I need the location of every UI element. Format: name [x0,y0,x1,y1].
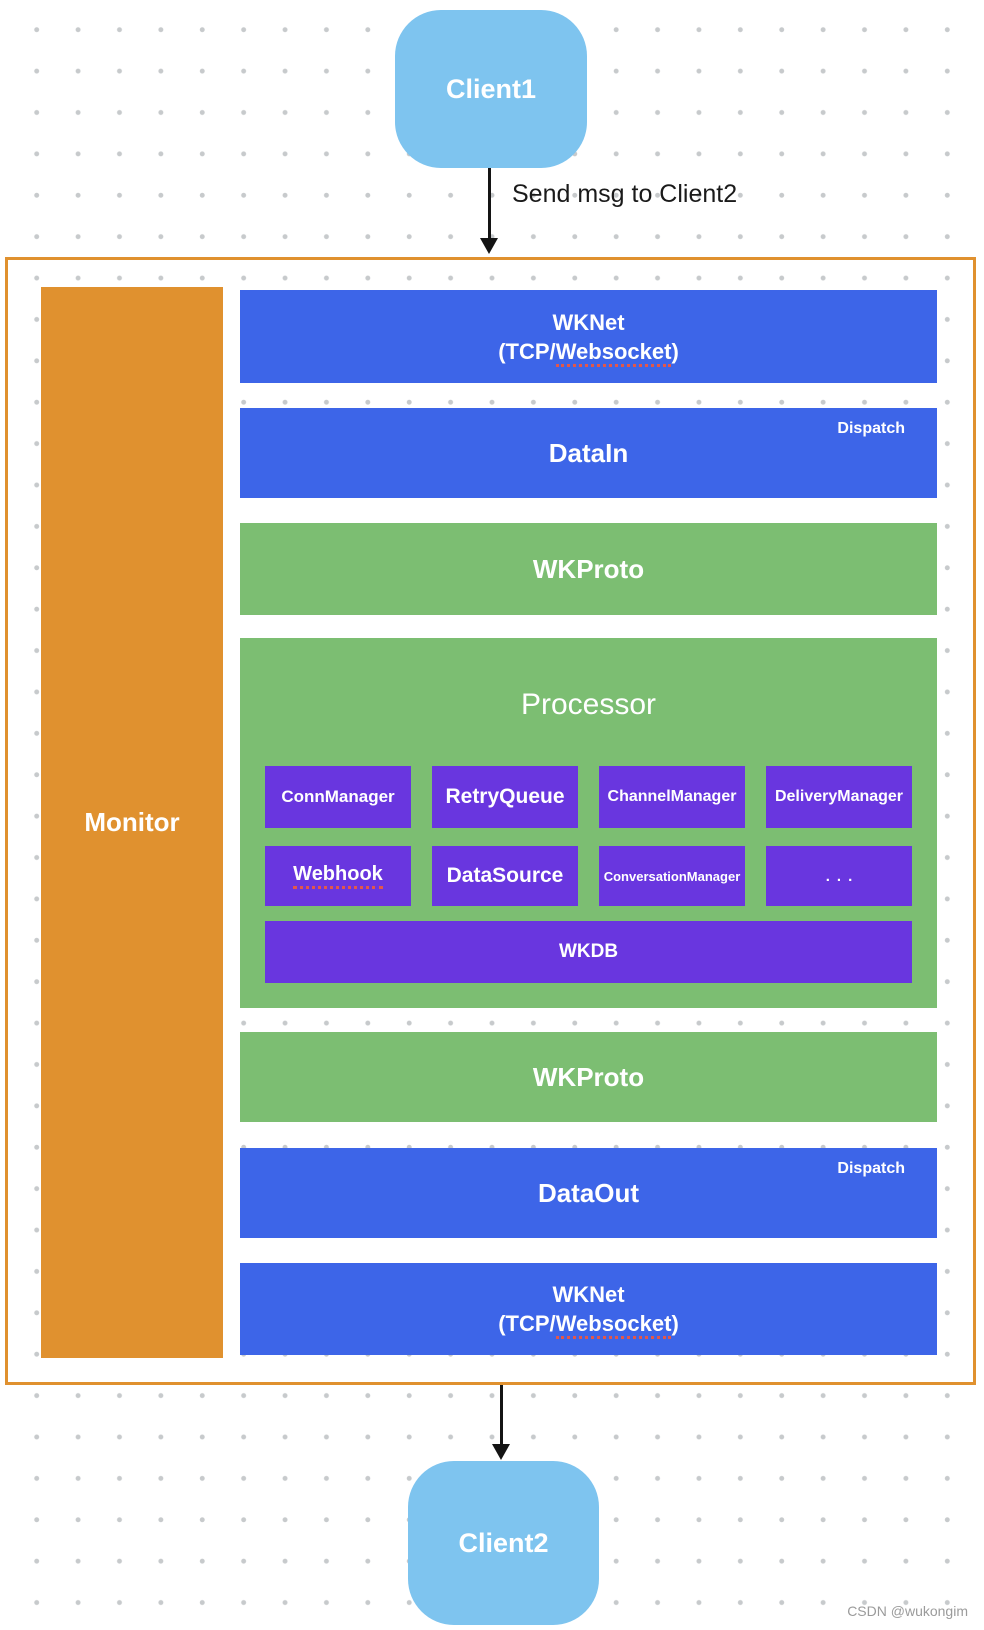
wknet-out-sub-post: ) [671,1311,679,1336]
layer-datain: Dispatch DataIn [240,408,937,498]
wknet-in-sub-word: Websocket [555,338,672,367]
datain-dispatch-label: Dispatch [837,420,905,437]
module-conversationmanager: ConversationManager [599,846,745,906]
wkproto-in-label: WKProto [532,553,645,584]
wknet-in-sub-post: ) [671,338,679,364]
module-deliverymanager-label: DeliveryManager [774,788,904,805]
module-datasource-label: DataSource [446,864,564,887]
module-wkdb: WKDB [265,921,912,983]
layer-wkproto-out: WKProto [240,1032,937,1122]
monitor-label: Monitor [84,807,180,837]
client2-label: Client2 [458,1527,549,1558]
layer-wknet-out: WKNet (TCP/Websocket) [240,1263,937,1355]
processor-title: Processor [520,688,657,721]
wknet-out-sub-pre: (TCP/ [498,1311,556,1336]
module-ellipsis: ... [766,846,912,906]
module-connmanager: ConnManager [265,766,411,828]
module-channelmanager-label: ChannelManager [607,788,737,805]
wknet-out-sub-word: Websocket [555,1311,672,1339]
arrow-client1-to-server-line [488,168,491,240]
module-retryqueue: RetryQueue [432,766,578,828]
datain-label: DataIn [548,437,629,468]
module-webhook: Webhook [265,846,411,906]
arrow-server-to-client2-line [500,1385,503,1445]
wknet-out-title: WKNet [552,1282,625,1307]
wkproto-out-label: WKProto [532,1061,645,1092]
layer-wknet-in: WKNet (TCP/Websocket) [240,290,937,383]
client2-node: Client2 [408,1461,599,1625]
server-boundary [5,257,976,1385]
module-webhook-label: Webhook [293,863,383,889]
arrow-down-icon [492,1444,510,1460]
processor-module-row-1: ConnManager RetryQueue ChannelManager De… [265,766,912,828]
client1-label: Client1 [445,73,537,104]
module-conversationmanager-label: ConversationManager [603,868,741,884]
wknet-out-subtitle: (TCP/Websocket) [498,1309,679,1339]
arrow-down-icon [480,238,498,254]
layer-dataout: Dispatch DataOut [240,1148,937,1238]
layer-wkproto-in: WKProto [240,523,937,615]
processor-box: Processor ConnManager RetryQueue Channel… [240,638,937,1008]
dataout-dispatch-label: Dispatch [837,1160,905,1177]
module-channelmanager: ChannelManager [599,766,745,828]
wknet-in-sub-pre: (TCP/ [498,338,556,364]
wknet-in-subtitle: (TCP/Websocket) [498,337,679,367]
module-connmanager-label: ConnManager [281,787,395,806]
client1-node: Client1 [395,10,587,168]
monitor-bar: Monitor [41,287,223,1358]
edge-label: Send msg to Client2 [512,180,738,208]
module-ellipsis-label: ... [825,867,860,885]
watermark-text: CSDN @wukongim [847,1603,968,1619]
module-datasource: DataSource [432,846,578,906]
dataout-label: DataOut [537,1177,640,1208]
processor-module-row-2: Webhook DataSource ConversationManager .… [265,846,912,906]
wknet-in-title: WKNet [552,309,625,335]
module-wkdb-label: WKDB [558,941,619,962]
module-deliverymanager: DeliveryManager [766,766,912,828]
module-retryqueue-label: RetryQueue [445,785,565,808]
